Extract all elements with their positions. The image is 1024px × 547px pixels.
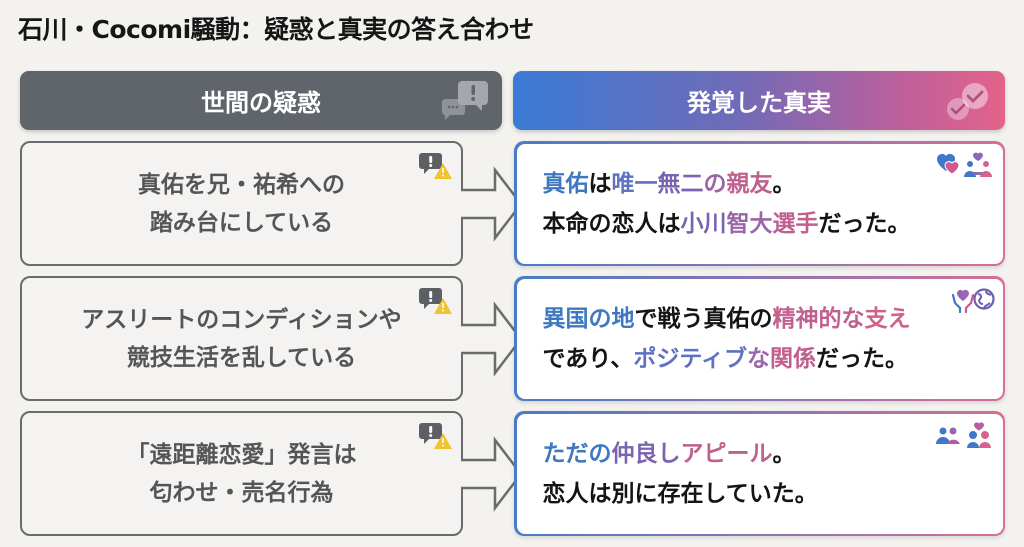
hearts-couple-icon: [936, 152, 992, 177]
truth-card-2: 異国の地で戦う真佑の精神的な支え であり、ポジティブな関係だった。: [514, 276, 1005, 401]
highlight-text: 関係: [769, 345, 816, 372]
friends-couple-icon: [935, 421, 991, 448]
highlight-text: 仲良し: [611, 440, 681, 467]
truth-text: で戦う真佑の: [634, 305, 773, 332]
truth-text: だった。: [815, 345, 908, 372]
suspicion-text-line: 踏み台にしている: [149, 209, 334, 236]
suspicion-header: 世間の疑惑: [20, 71, 502, 130]
truth-text: だった。: [818, 210, 911, 237]
highlight-text: 唯一: [611, 170, 658, 197]
suspicion-text-line: 競技生活を乱している: [126, 344, 357, 371]
truth-header: 発覚した真実: [513, 71, 1005, 130]
highlight-text: 無二: [657, 170, 704, 197]
truth-text: は: [588, 170, 612, 197]
truth-line-2: 恋人は別に存在していた。: [543, 474, 1003, 514]
warning-speech-icon: [419, 153, 452, 179]
highlight-text: の: [703, 170, 727, 197]
highlight-text: 小川: [680, 210, 727, 237]
truth-text: 。: [772, 440, 796, 467]
truth-line-2: であり、ポジティブな関係だった。: [543, 339, 1003, 379]
highlight-text: な: [746, 345, 770, 372]
highlight-text: 真佑: [542, 170, 589, 197]
highlight-text: 智大: [726, 210, 773, 237]
suspicion-card-1: 真佑を兄・祐希への 踏み台にしている: [20, 141, 463, 266]
double-check-circles-icon: [947, 83, 988, 120]
truth-text: 本命の恋人は: [542, 210, 681, 237]
truth-line-2: 本命の恋人は小川智大選手だった。: [543, 204, 1003, 244]
suspicion-card-2: アスリートのコンディションや 競技生活を乱している: [20, 276, 463, 401]
truth-line-1: 真佑は唯一無二の親友。: [543, 164, 1003, 204]
highlight-text: ポジティブ: [633, 345, 747, 372]
highlight-text: 異国の地: [542, 305, 635, 332]
truth-header-label: 発覚した真実: [687, 89, 831, 117]
suspicion-header-label: 世間の疑惑: [201, 89, 321, 117]
warning-speech-icon: [419, 288, 452, 314]
truth-card-3: ただの仲良しアピール。 恋人は別に存在していた。: [514, 411, 1005, 536]
truth-text: 。: [772, 170, 796, 197]
highlight-text: 親友: [726, 170, 773, 197]
truth-text: であり、: [542, 345, 634, 372]
highlight-text: 支え: [864, 305, 911, 332]
suspicion-text-line: 匂わせ・売名行為: [149, 479, 334, 506]
suspicion-text-line: 「遠距離恋愛」発言は: [126, 441, 357, 468]
truth-card-1: 真佑は唯一無二の親友。 本命の恋人は小川智大選手だった。: [514, 141, 1005, 266]
speech-bubbles-exclamation-icon: [442, 81, 488, 120]
truth-line-1: ただの仲良しアピール。: [543, 434, 1003, 474]
highlight-text: アピール: [680, 440, 773, 467]
highlight-text: 選手: [772, 210, 819, 237]
highlight-text: ただの: [542, 440, 612, 467]
warning-speech-icon: [419, 423, 452, 449]
truth-text: 恋人は別に存在していた。: [542, 480, 818, 507]
highlight-text: 精神的な: [772, 305, 865, 332]
truth-line-1: 異国の地で戦う真佑の精神的な支え: [543, 299, 1003, 339]
page-title: 石川・Cocomi騒動：疑惑と真実の答え合わせ: [18, 15, 534, 44]
suspicion-text-line: 真佑を兄・祐希への: [138, 171, 345, 198]
hands-heart-globe-icon: [951, 287, 995, 313]
suspicion-card-3: 「遠距離恋愛」発言は 匂わせ・売名行為: [20, 411, 463, 536]
suspicion-text-line: アスリートのコンディションや: [81, 306, 402, 333]
